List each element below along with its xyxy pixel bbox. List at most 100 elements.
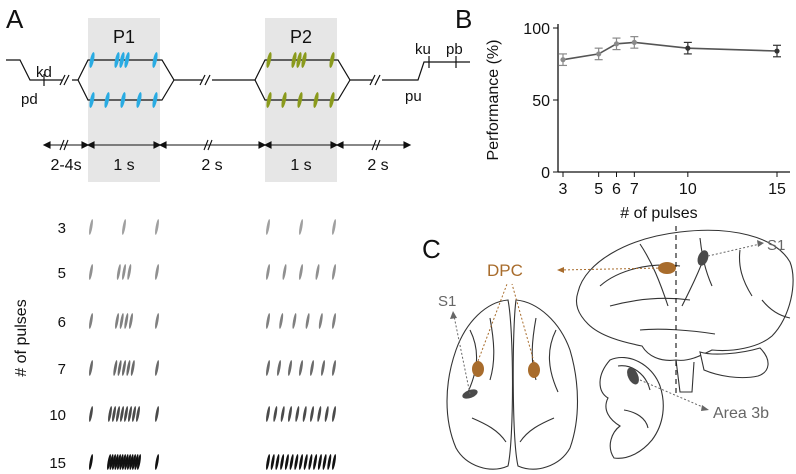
raster-pulse <box>317 406 322 422</box>
raster-pulse <box>132 454 136 470</box>
performance-line <box>562 41 778 61</box>
raster-pulse <box>302 406 307 422</box>
stimulus-pulse <box>114 52 120 68</box>
event-pb: pb <box>446 41 463 58</box>
raster-pulse <box>295 406 300 422</box>
raster-pulse <box>107 454 111 470</box>
raster-pulse <box>89 219 93 235</box>
time-post: 2 s <box>367 157 388 174</box>
raster-pulse <box>117 360 122 376</box>
s1-marker-lateral <box>697 250 709 266</box>
raster-pulse <box>289 454 294 470</box>
raster-pulse <box>124 406 128 422</box>
raster-pulse <box>122 360 126 376</box>
raster-row-label: 3 <box>58 220 66 237</box>
raster-row-label: 10 <box>49 407 66 424</box>
stimulus-pulse <box>266 52 272 68</box>
data-point <box>560 57 566 63</box>
raster-pulse <box>266 219 270 235</box>
raster-pulse <box>122 264 126 280</box>
event-ku: ku <box>415 41 431 58</box>
p2-pulse-group <box>266 52 335 108</box>
raster-pulse <box>280 454 285 470</box>
raster-pulse <box>134 454 139 470</box>
stimulus-pulse <box>297 92 303 108</box>
event-pd: pd <box>21 91 38 108</box>
raster-pulse <box>115 313 119 329</box>
raster-pulse <box>308 454 313 470</box>
raster-pulse <box>332 264 336 280</box>
x-tick-label: 7 <box>630 181 639 198</box>
raster-pulse <box>127 264 132 280</box>
raster-pulse <box>284 454 289 470</box>
stimulus-pulse <box>136 92 142 108</box>
stimulus-pulse <box>104 92 110 108</box>
raster-pulse <box>299 360 303 376</box>
data-point <box>774 48 780 54</box>
raster-pulse <box>128 406 132 422</box>
s1-label-dorsal: S1 <box>438 293 456 310</box>
stimulus-pulse <box>266 92 272 108</box>
dorsal-brain-drawing <box>446 299 578 470</box>
raster-pulse <box>119 313 124 329</box>
data-point <box>685 45 691 51</box>
x-tick-label: 3 <box>559 181 568 198</box>
time-delay: 2 s <box>201 157 222 174</box>
raster-pulse <box>321 360 325 376</box>
panel-c: C <box>422 226 794 470</box>
raster-pulse <box>127 454 131 470</box>
raster-pulse <box>266 264 270 280</box>
raster-pulse <box>280 406 285 422</box>
raster-pulse <box>126 360 131 376</box>
raster-pulse <box>270 454 275 470</box>
raster-pulse <box>89 360 93 376</box>
stimulus-pulse <box>89 52 95 68</box>
raster-pulse <box>299 219 303 235</box>
raster-pulse <box>130 360 135 376</box>
raster-pulse <box>89 406 93 422</box>
x-tick-label: 5 <box>594 181 603 198</box>
x-tick-label: 15 <box>768 181 786 198</box>
raster-pulse <box>112 454 116 470</box>
raster-pulse <box>120 406 124 422</box>
raster-pulse <box>318 313 323 329</box>
raster-pulse <box>273 406 278 422</box>
raster-pulse <box>108 406 112 422</box>
raster-pulse <box>288 360 292 376</box>
dpc-marker-lateral <box>658 262 676 274</box>
p2-label: P2 <box>290 27 312 47</box>
raster-pulse <box>116 264 121 280</box>
raster-pulse <box>322 454 327 470</box>
raster-pulse <box>275 454 280 470</box>
event-kd: kd <box>36 64 52 81</box>
time-pre: 2-4s <box>50 157 81 174</box>
dpc-marker-right <box>528 362 540 378</box>
area-3b-label: Area 3b <box>713 405 769 422</box>
raster-pulse <box>299 454 303 470</box>
raster-row-label: 15 <box>49 455 66 472</box>
raster-pulse <box>114 454 119 470</box>
raster-pulse <box>303 454 308 470</box>
raster-row-label: 7 <box>58 361 66 378</box>
raster-pulse <box>112 406 116 422</box>
raster-pulse <box>122 219 126 235</box>
timeline-arrows <box>42 139 412 151</box>
raster-pulse <box>310 406 314 422</box>
stimulus-pulse <box>296 52 302 68</box>
raster-pulse <box>266 313 270 329</box>
raster-pulse <box>155 313 159 329</box>
stimulus-pulse <box>301 52 307 68</box>
panel-label-c: C <box>422 234 441 264</box>
raster-pulse <box>324 406 329 422</box>
raster-pulse <box>89 313 93 329</box>
stimulus-pulse <box>329 92 335 108</box>
raster-pulse <box>332 219 336 235</box>
data-point <box>596 51 602 57</box>
area3b-marker <box>627 367 639 385</box>
raster-pulse <box>282 264 287 280</box>
data-point <box>613 41 620 47</box>
raster-pulse <box>116 406 120 422</box>
raster-pulse <box>119 454 124 470</box>
